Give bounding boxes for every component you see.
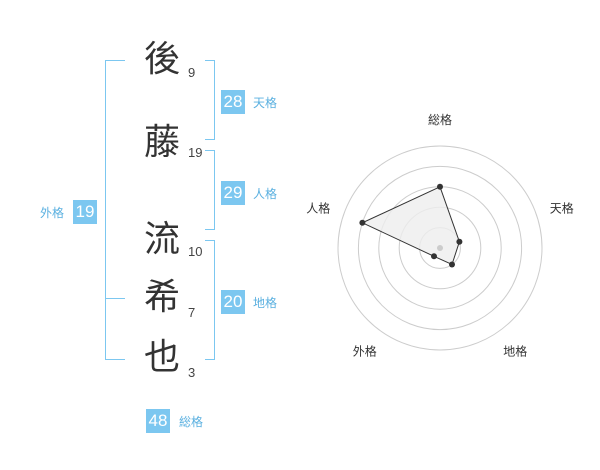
gaikaku-label: 外格 (40, 206, 65, 220)
name-char-4: 希 (143, 277, 180, 318)
chikaku-value: 20 (221, 290, 245, 314)
soukaku-value: 48 (146, 409, 170, 433)
name-char-2: 藤 (143, 122, 180, 163)
jinkaku-value: 29 (221, 181, 245, 205)
stroke-count-4: 7 (188, 305, 196, 320)
radar-point-3 (448, 261, 455, 268)
name-char-3: 流 (143, 219, 180, 260)
tenkaku-bracket (205, 60, 215, 140)
radar-data-polygon (361, 186, 460, 266)
jinkaku-label: 人格 (253, 187, 278, 201)
chikaku-label: 地格 (253, 296, 278, 310)
gaikaku-value: 19 (73, 200, 97, 224)
name-char-1: 後 (143, 39, 180, 80)
jinkaku-bracket (205, 150, 215, 230)
radar-axis-label-3: 地格 (503, 344, 527, 359)
radar-axis-label-5: 人格 (306, 200, 330, 215)
tenkaku-value: 28 (221, 90, 245, 114)
radar-center-dot (437, 245, 443, 251)
stroke-count-3: 10 (188, 244, 203, 259)
radar-axis-label-4: 外格 (353, 344, 377, 359)
soukaku-label: 総格 (179, 415, 204, 429)
radar-point-2 (456, 238, 463, 245)
name-char-5: 也 (143, 337, 180, 378)
radar-point-1 (437, 183, 443, 190)
chikaku-bracket (205, 240, 215, 360)
radar-ring (337, 145, 543, 351)
radar-point-5 (359, 219, 366, 226)
gaikaku-bracket (105, 60, 125, 360)
stroke-count-1: 9 (188, 65, 196, 80)
radar-point-4 (431, 253, 438, 260)
radar-axis-label-1: 総格 (428, 112, 452, 127)
radar-ring (357, 165, 523, 331)
gaikaku-bracket-tick (105, 298, 125, 299)
tenkaku-label: 天格 (253, 96, 278, 110)
stroke-count-2: 19 (188, 145, 203, 160)
radar-axis-label-2: 天格 (550, 200, 574, 215)
stroke-count-5: 3 (188, 365, 196, 380)
